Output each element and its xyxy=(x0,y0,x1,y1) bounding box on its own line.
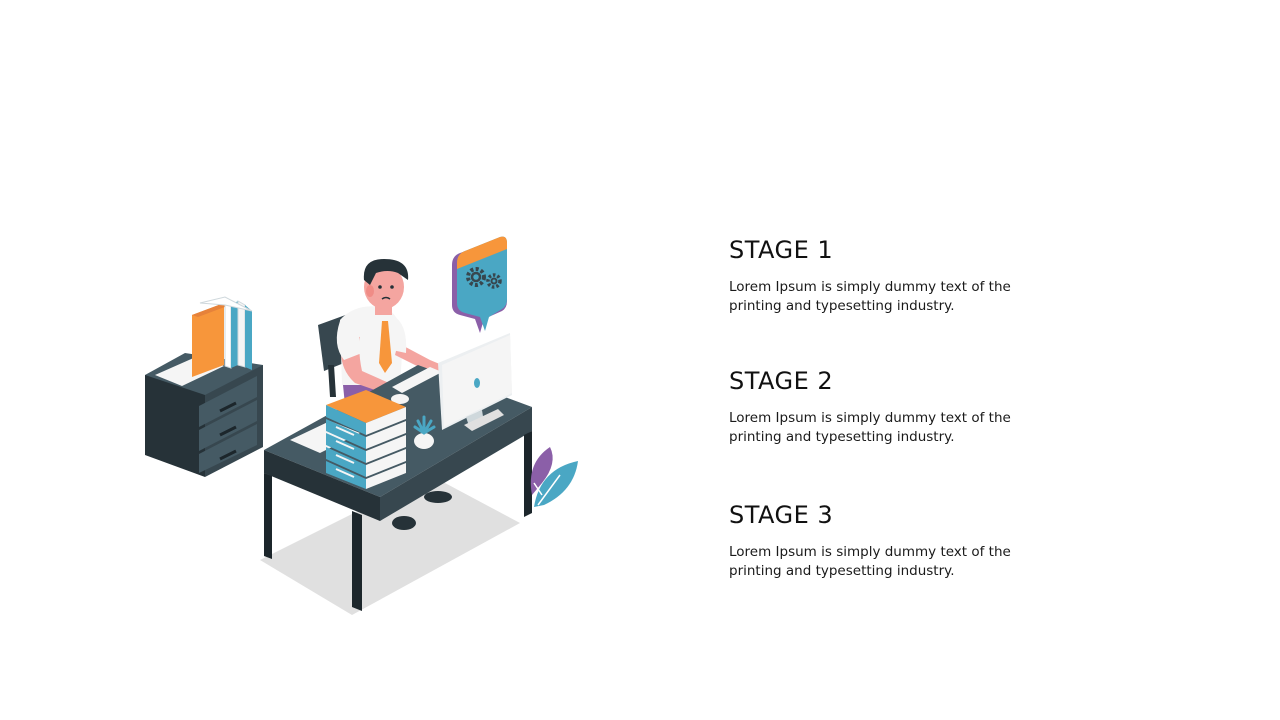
keyboard xyxy=(392,367,442,393)
monitor-icon xyxy=(438,333,512,431)
stage-title: STAGE 1 xyxy=(729,236,834,264)
binder-stack-icon xyxy=(326,390,406,489)
floor-shadow xyxy=(260,475,520,615)
stage-description: Lorem Ipsum is simply dummy text of the … xyxy=(729,279,1011,314)
stage-title: STAGE 2 xyxy=(729,367,834,395)
floor-plant-icon xyxy=(530,447,578,507)
plant-icon xyxy=(413,415,436,449)
stage-description: Lorem Ipsum is simply dummy text of the … xyxy=(729,544,1011,579)
stage-item: STAGE 1 Lorem Ipsum is simply dummy text… xyxy=(729,235,1089,316)
stage-item: STAGE 3 Lorem Ipsum is simply dummy text… xyxy=(729,500,1089,581)
stage-title: STAGE 3 xyxy=(729,501,834,529)
side-cabinet xyxy=(145,296,263,477)
office-worker-illustration xyxy=(145,236,578,615)
gear-speech-bubble-icon xyxy=(452,236,507,333)
stage-description: Lorem Ipsum is simply dummy text of the … xyxy=(729,410,1011,445)
stage-item: STAGE 2 Lorem Ipsum is simply dummy text… xyxy=(729,366,1089,447)
mouse xyxy=(391,394,409,404)
